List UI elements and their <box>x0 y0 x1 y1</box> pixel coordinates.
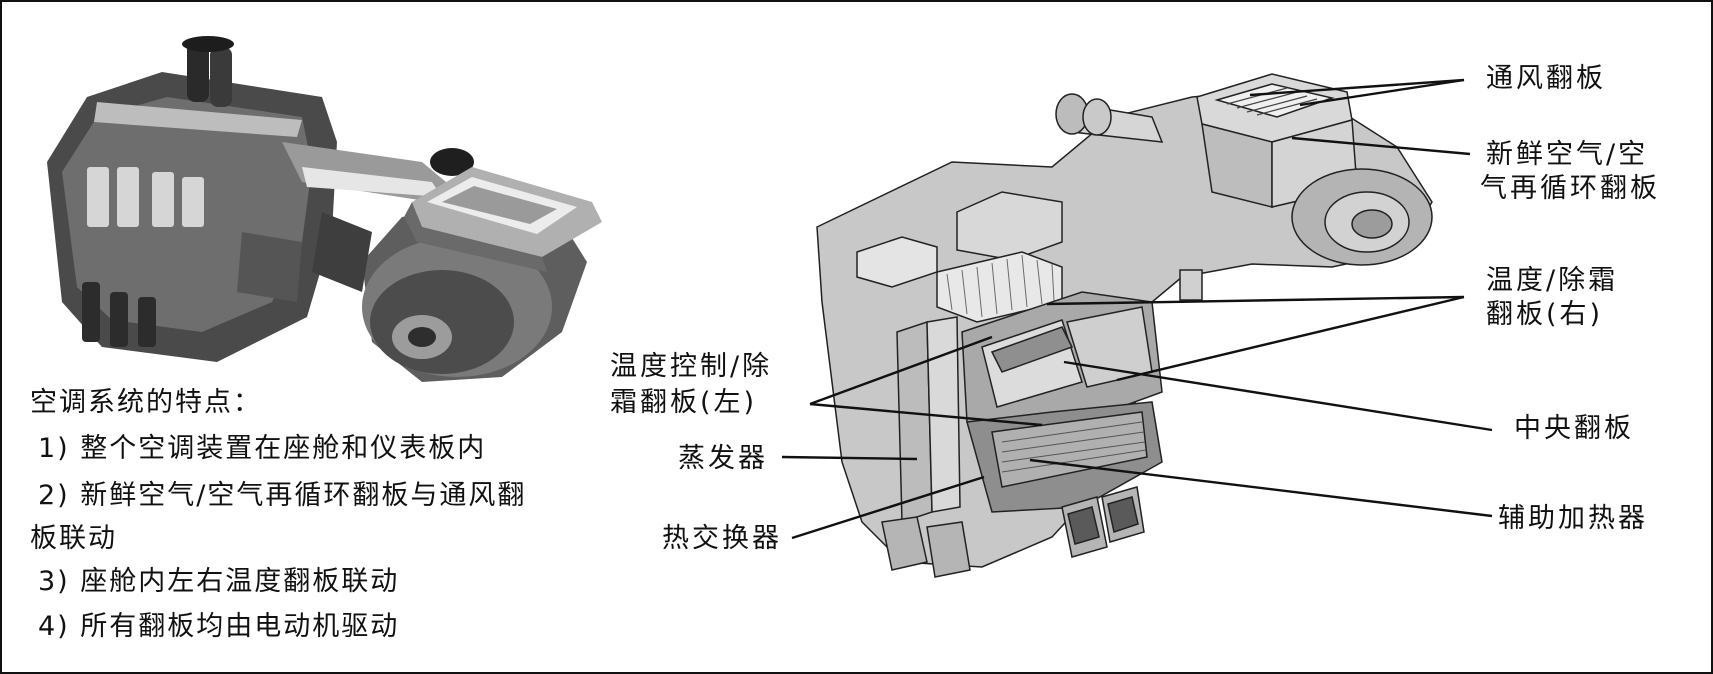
label-evaporator: 蒸发器 <box>678 443 768 474</box>
hvac-unit-photo <box>47 36 602 382</box>
label-vent-flap: 通风翻板 <box>1486 63 1606 94</box>
features-heading: 空调系统的特点： <box>30 387 262 418</box>
label-temp-flap-left-line2: 霜翻板(左) <box>610 387 758 418</box>
label-temp-flap-left-line1: 温度控制/除 <box>610 351 773 382</box>
label-fresh-air-flap-line1: 新鲜空气/空 <box>1486 139 1649 170</box>
feature-item-2: 2) 新鲜空气/空气再循环翻板与通风翻 <box>38 480 527 511</box>
feature-item-3: 3) 座舱内左右温度翻板联动 <box>38 566 400 597</box>
hvac-cutaway-drawing <box>816 73 1433 578</box>
leader-lines <box>781 78 1493 540</box>
feature-item-1: 1) 整个空调装置在座舱和仪表板内 <box>38 433 487 464</box>
label-heat-exchanger: 热交换器 <box>662 523 782 554</box>
label-aux-heater: 辅助加热器 <box>1498 503 1648 534</box>
label-temp-flap-right-line2: 翻板(右) <box>1486 299 1604 330</box>
feature-item-2-cont: 板联动 <box>30 523 117 554</box>
feature-item-4: 4) 所有翻板均由电动机驱动 <box>38 611 400 642</box>
label-fresh-air-flap-line2: 气再循环翻板 <box>1480 173 1660 204</box>
label-temp-flap-right-line1: 温度/除霜 <box>1486 265 1619 296</box>
label-central-flap: 中央翻板 <box>1514 413 1634 444</box>
